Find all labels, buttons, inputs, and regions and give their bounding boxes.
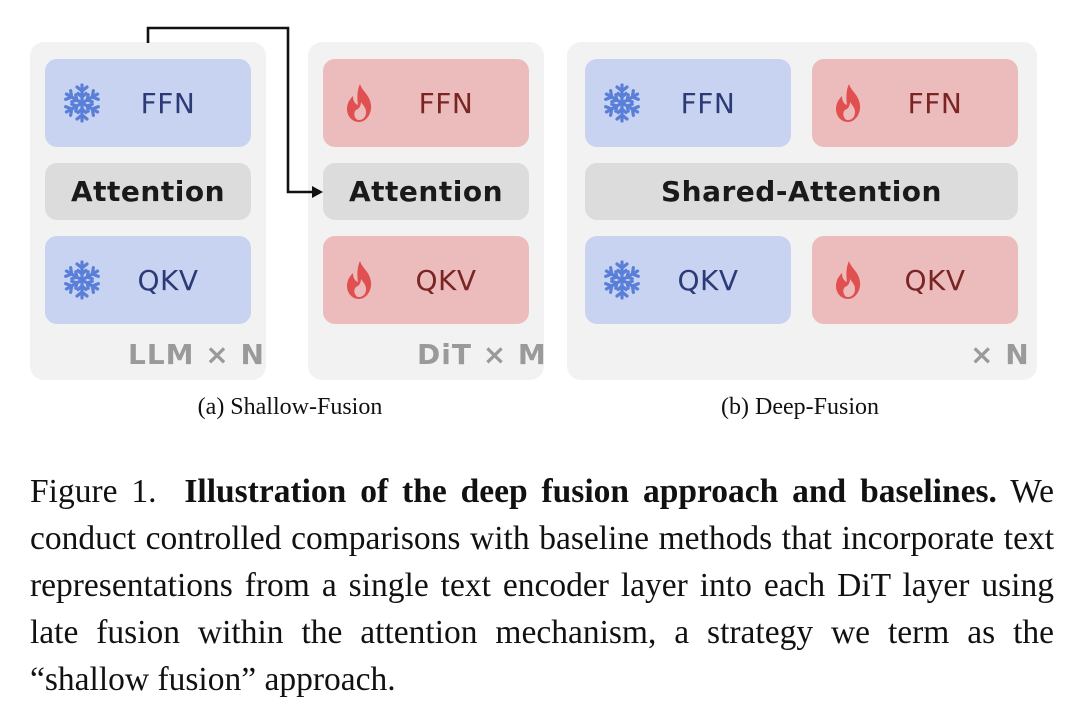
shared-attention-block: Shared-Attention [585, 163, 1018, 220]
block-label: FFN [680, 86, 736, 120]
deep-llm-qkv-block: QKV [585, 236, 791, 324]
block-label: FFN [907, 86, 963, 120]
block-label: QKV [677, 263, 739, 297]
subcaption-b: (b) Deep-Fusion [721, 394, 879, 420]
deep-llm-ffn-block: FFN [585, 59, 791, 147]
caption-body: We conduct controlled comparisons with b… [30, 473, 1055, 698]
llm-ffn-block: FFN [45, 59, 251, 147]
dit-count-label: DiT × M [417, 338, 547, 371]
block-label: QKV [137, 263, 199, 297]
deep-count-label: × N [970, 338, 1030, 371]
dit-qkv-block: QKV [323, 236, 529, 324]
block-label: QKV [415, 263, 477, 297]
dit-attention-block: Attention [323, 163, 529, 220]
subcaption-a: (a) Shallow-Fusion [197, 394, 383, 420]
caption-bold: Illustration of the deep fusion approach… [184, 473, 997, 510]
deep-dit-ffn-block: FFN [812, 59, 1018, 147]
llm-count-label: LLM × N [128, 338, 265, 371]
dit-ffn-block: FFN [323, 59, 529, 147]
llm-qkv-block: QKV [45, 236, 251, 324]
llm-attention-block: Attention [45, 163, 251, 220]
block-label: Attention [348, 175, 503, 208]
figure-caption: Figure 1. Illustration of the deep fusio… [30, 468, 1054, 703]
block-label: FFN [140, 86, 196, 120]
block-label: Attention [70, 175, 225, 208]
caption-prefix: Figure 1. [30, 473, 157, 510]
deep-dit-qkv-block: QKV [812, 236, 1018, 324]
block-label: FFN [418, 86, 474, 120]
block-label: Shared-Attention [661, 175, 942, 208]
block-label: QKV [904, 263, 966, 297]
